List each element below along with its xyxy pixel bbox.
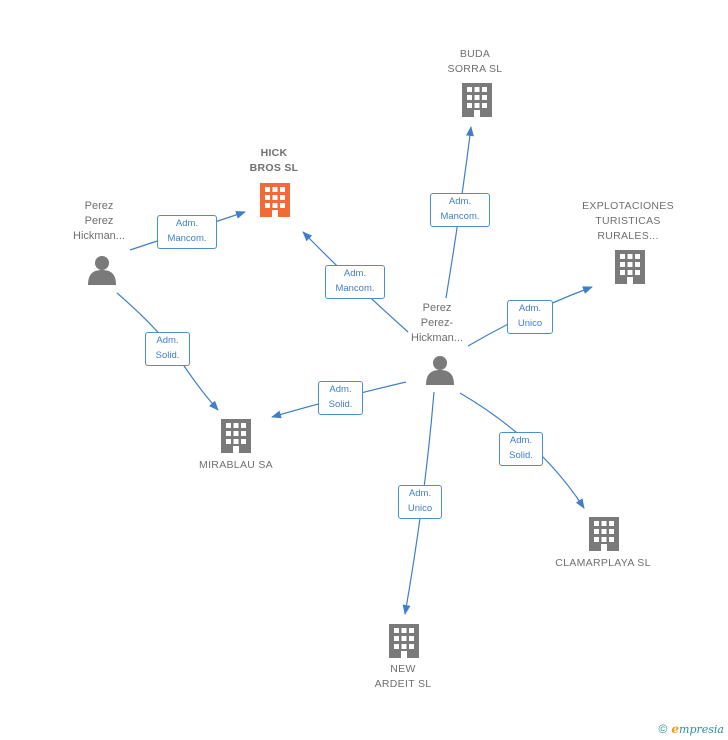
node-buda-sorra-label[interactable]: BUDA SORRA SL [447,48,503,75]
brand-name: mpresia [679,723,724,736]
brand-initial: e [671,722,680,736]
buda-sorra-building-icon [462,83,492,117]
edge-label-person-left-hick: Adm. Mancom. [157,215,217,249]
edge-label-person-center-new: Adm. Unico [398,485,442,519]
person-center-icon [426,356,454,385]
copyright-symbol: © [658,722,668,736]
edge-label-person-center-mirablau: Adm. Solid. [318,381,363,415]
node-hick-bros-label[interactable]: HICK BROS SL [249,147,299,174]
node-person-left-label[interactable]: Perez Perez Hickman... [73,200,125,242]
edge-label-person-center-hick: Adm. Mancom. [325,265,385,299]
hick-bros-building-icon [260,183,290,217]
clamarplaya-building-icon [589,517,619,551]
mirablau-building-icon [221,419,251,453]
edge-label-person-left-mirablau: Adm. Solid. [145,332,190,366]
edge-label-person-center-explot: Adm. Unico [507,300,553,334]
node-mirablau-label[interactable]: MIRABLAU SA [199,459,273,471]
new-ardeit-building-icon [389,624,419,658]
node-new-ardeit-label[interactable]: NEW ARDEIT SL [374,663,432,690]
edge-label-person-center-clamar: Adm. Solid. [499,432,543,466]
person-left-icon [88,256,116,285]
node-explotaciones-label[interactable]: EXPLOTACIONES TURISTICAS RURALES... [582,200,674,242]
explotaciones-building-icon [615,250,645,284]
node-person-center-label[interactable]: Perez Perez- Hickman... [411,302,463,344]
brand-footer: ©empresia [659,722,724,736]
edge-label-person-center-buda: Adm. Mancom. [430,193,490,227]
node-clamarplaya-label[interactable]: CLAMARPLAYA SL [555,557,651,569]
